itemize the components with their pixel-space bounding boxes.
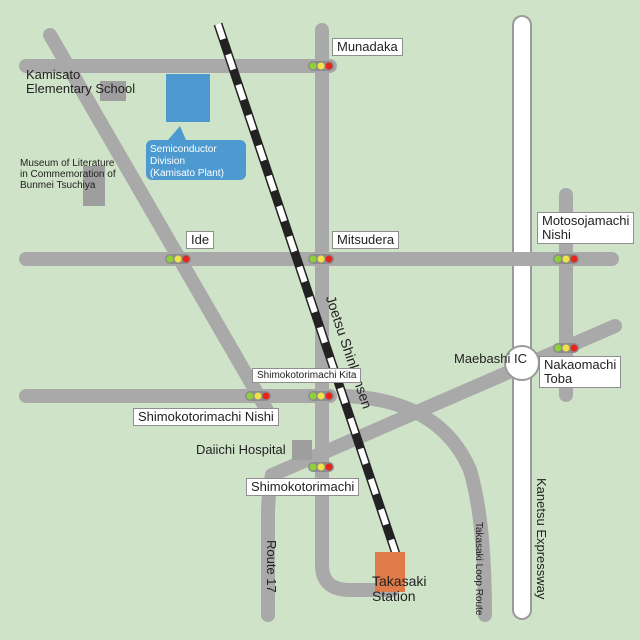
label-nakaomachi-toba: Nakaomachi Toba [539,356,622,388]
traffic-signal-icon [553,343,579,353]
label-kamisato-line2: Elementary School [26,81,136,96]
label-kamisato-line1: Kamisato [26,67,81,82]
semiconductor-building [166,74,210,122]
label-museum: Museum of Literature in Commemoration of… [20,158,116,191]
semiconductor-callout: Semiconductor Division (Kamisato Plant) [146,140,246,180]
label-motosojamachi-line2: Nishi [542,227,571,242]
label-shimokotorimachi: Shimokotorimachi [246,478,360,496]
label-mitsudera: Mitsudera [332,231,400,249]
label-route-17: Route 17 [264,540,279,593]
label-motosojamachi-line1: Motosojamachi [542,213,630,228]
label-motosojamachi-nishi: Motosojamachi Nishi [537,212,635,244]
takasaki-station-marker [375,552,405,592]
joetsu-shinkansen-line [213,22,403,562]
label-station-line1: Takasaki [372,573,427,589]
traffic-signal-icon [165,254,191,264]
museum-marker [83,166,105,206]
label-ide: Ide [186,231,215,249]
kamisato-school-marker [100,81,126,101]
callout-pointer [168,126,186,140]
label-munadaka: Munadaka [332,38,403,56]
traffic-signal-icon [308,462,334,472]
label-maebashi-ic: Maebashi IC [454,351,527,366]
label-takasaki-station: Takasaki Station [372,574,426,604]
hospital-marker [292,440,312,460]
label-museum-line1: Museum of Literature [20,158,115,169]
traffic-signal-icon [308,254,334,264]
takasaki-loop-road [338,389,492,622]
label-kamisato-school: Kamisato Elementary School [26,68,135,96]
label-shimokotorimachi-nishi: Shimokotorimachi Nishi [133,408,279,426]
diagonal-road [43,28,275,419]
label-nakaomachi-line1: Nakaomachi [544,357,617,372]
label-daiichi-hospital: Daiichi Hospital [196,442,286,457]
label-museum-line2: in Commemoration of [20,169,116,180]
label-takasaki-loop-route: Takasaki Loop Route [473,522,484,616]
label-semiconductor-line2: (Kamisato Plant) [150,168,224,179]
label-shimokotorimachi-kita: Shimokotorimachi Kita [252,368,362,383]
traffic-signal-icon [245,391,271,401]
traffic-signal-icon [308,61,334,71]
label-kanetsu-expressway: Kanetsu Expressway [534,478,549,600]
label-station-line2: Station [372,588,416,604]
traffic-signal-icon [553,254,579,264]
label-semiconductor-line1: Semiconductor Division [150,144,217,167]
north-south-road [315,23,399,597]
label-museum-line3: Bunmei Tsuchiya [20,180,96,191]
label-nakaomachi-line2: Toba [544,371,573,386]
traffic-signal-icon [308,391,334,401]
